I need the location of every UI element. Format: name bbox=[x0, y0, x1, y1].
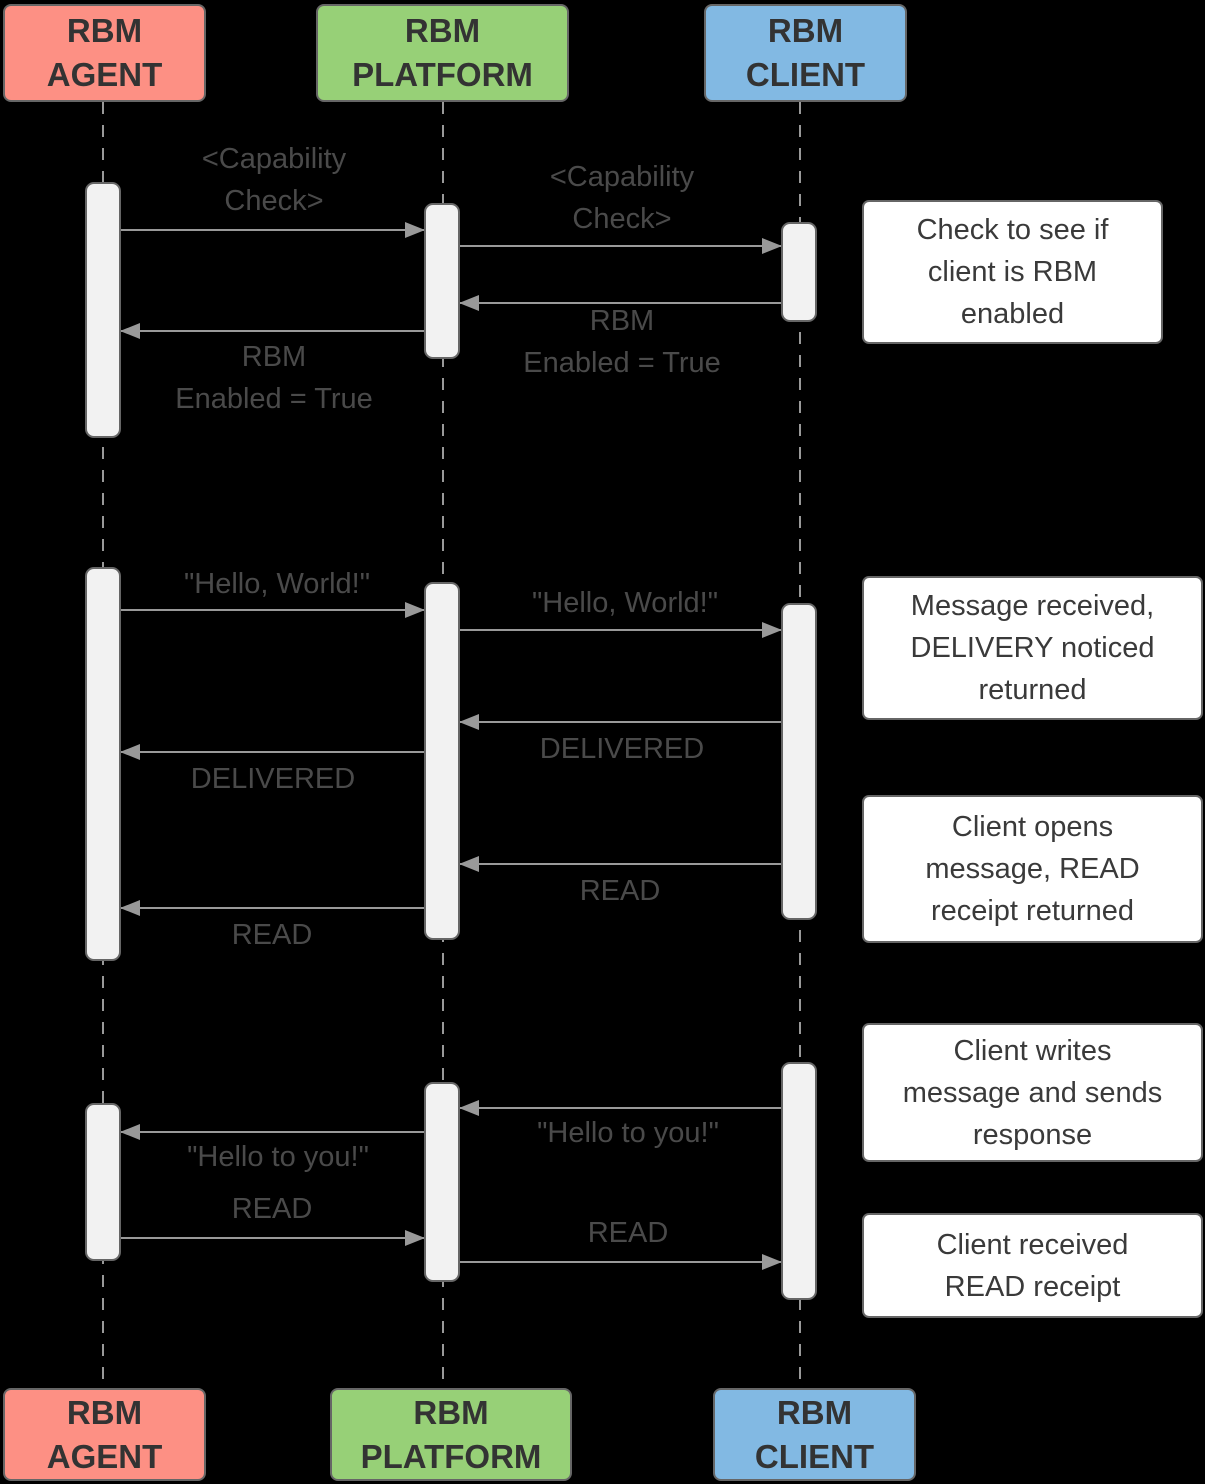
actor-label: RBM bbox=[776, 1393, 853, 1431]
label-capability-check-2: <Capability Check> bbox=[549, 161, 695, 235]
actor-label: PLATFORM bbox=[352, 56, 533, 93]
label-hello-world-1: "Hello, World!" bbox=[183, 568, 371, 600]
arrow-read-platform-to-agent bbox=[120, 900, 424, 916]
arrow-delivered-client-to-platform bbox=[459, 714, 781, 730]
actor-box-agent-bottom: RBM AGENT bbox=[3, 1388, 206, 1481]
actor-label: PLATFORM bbox=[360, 1437, 542, 1475]
label-delivered-1: DELIVERED bbox=[539, 733, 705, 765]
label-hello-world-2: "Hello, World!" bbox=[531, 587, 719, 619]
activation-bar-client-1 bbox=[781, 222, 817, 322]
actor-box-agent-top: RBM AGENT bbox=[3, 4, 206, 102]
note-client-opens-message: Client opens message, READ receipt retur… bbox=[862, 795, 1203, 943]
actor-label: AGENT bbox=[46, 1437, 163, 1475]
label-read-4: READ bbox=[587, 1217, 669, 1249]
activation-bar-agent-3 bbox=[85, 1103, 121, 1261]
arrowhead-icon bbox=[459, 1100, 479, 1116]
label-read-3: READ bbox=[231, 1193, 313, 1225]
activation-bar-platform-3 bbox=[424, 1082, 460, 1282]
arrowhead-icon bbox=[120, 900, 140, 916]
actor-label: RBM bbox=[767, 12, 844, 49]
arrow-hello-to-you-platform-to-agent bbox=[120, 1124, 424, 1140]
note-client-received-read: Client received READ receipt bbox=[862, 1213, 1203, 1318]
note-message-received: Message received, DELIVERY noticed retur… bbox=[862, 576, 1203, 720]
activation-bar-platform-1 bbox=[424, 203, 460, 359]
actor-label: RBM bbox=[66, 1393, 143, 1431]
activation-bar-agent-2 bbox=[85, 567, 121, 961]
actor-label: CLIENT bbox=[754, 1437, 875, 1475]
arrow-hello-world-platform-to-client bbox=[460, 622, 782, 638]
activation-bar-client-3 bbox=[781, 1062, 817, 1300]
arrow-capability-check-platform-to-client bbox=[460, 238, 782, 254]
arrow-hello-world-agent-to-platform bbox=[121, 602, 425, 618]
arrow-delivered-platform-to-agent bbox=[120, 744, 424, 760]
actor-box-client-top: RBM CLIENT bbox=[704, 4, 907, 102]
label-read-2: READ bbox=[231, 919, 313, 951]
arrowhead-icon bbox=[762, 1254, 782, 1270]
arrowhead-icon bbox=[405, 1230, 425, 1246]
activation-bar-agent-1 bbox=[85, 182, 121, 438]
arrowhead-icon bbox=[762, 238, 782, 254]
arrowhead-icon bbox=[459, 295, 479, 311]
arrow-rbm-enabled-platform-to-agent bbox=[120, 323, 424, 339]
arrowhead-icon bbox=[405, 602, 425, 618]
arrow-hello-to-you-client-to-platform bbox=[459, 1100, 781, 1116]
actor-label: RBM bbox=[413, 1393, 489, 1431]
label-capability-check-1: <Capability Check> bbox=[201, 143, 347, 217]
arrowhead-icon bbox=[459, 856, 479, 872]
arrow-rbm-enabled-client-to-platform bbox=[459, 295, 781, 311]
arrow-read-agent-to-platform bbox=[121, 1230, 425, 1246]
actor-label: RBM bbox=[404, 12, 481, 49]
label-hello-to-you-2: "Hello to you!" bbox=[187, 1141, 369, 1173]
arrow-capability-check-agent-to-platform bbox=[121, 222, 425, 238]
arrow-read-client-to-platform bbox=[459, 856, 781, 872]
arrowhead-icon bbox=[762, 622, 782, 638]
note-capability-check: Check to see if client is RBM enabled bbox=[862, 200, 1163, 344]
label-hello-to-you-1: "Hello to you!" bbox=[537, 1117, 719, 1149]
arrowhead-icon bbox=[405, 222, 425, 238]
arrow-read-platform-to-client bbox=[460, 1254, 782, 1270]
activation-bar-platform-2 bbox=[424, 582, 460, 940]
activation-bar-client-2 bbox=[781, 603, 817, 920]
label-rbm-enabled-1: RBM Enabled = True bbox=[523, 305, 721, 379]
actor-box-platform-top: RBM PLATFORM bbox=[316, 4, 569, 102]
arrowhead-icon bbox=[120, 1124, 140, 1140]
label-rbm-enabled-2: RBM Enabled = True bbox=[175, 341, 373, 415]
actor-box-platform-bottom: RBM PLATFORM bbox=[330, 1388, 572, 1481]
label-delivered-2: DELIVERED bbox=[190, 763, 356, 795]
actor-label: AGENT bbox=[46, 56, 163, 93]
actor-box-client-bottom: RBM CLIENT bbox=[713, 1388, 916, 1481]
actor-label: RBM bbox=[66, 12, 143, 49]
label-read-1: READ bbox=[579, 875, 661, 907]
arrowhead-icon bbox=[120, 323, 140, 339]
actor-label: CLIENT bbox=[745, 56, 866, 93]
arrowhead-icon bbox=[459, 714, 479, 730]
arrowhead-icon bbox=[120, 744, 140, 760]
note-client-writes-message: Client writes message and sends response bbox=[862, 1023, 1203, 1162]
